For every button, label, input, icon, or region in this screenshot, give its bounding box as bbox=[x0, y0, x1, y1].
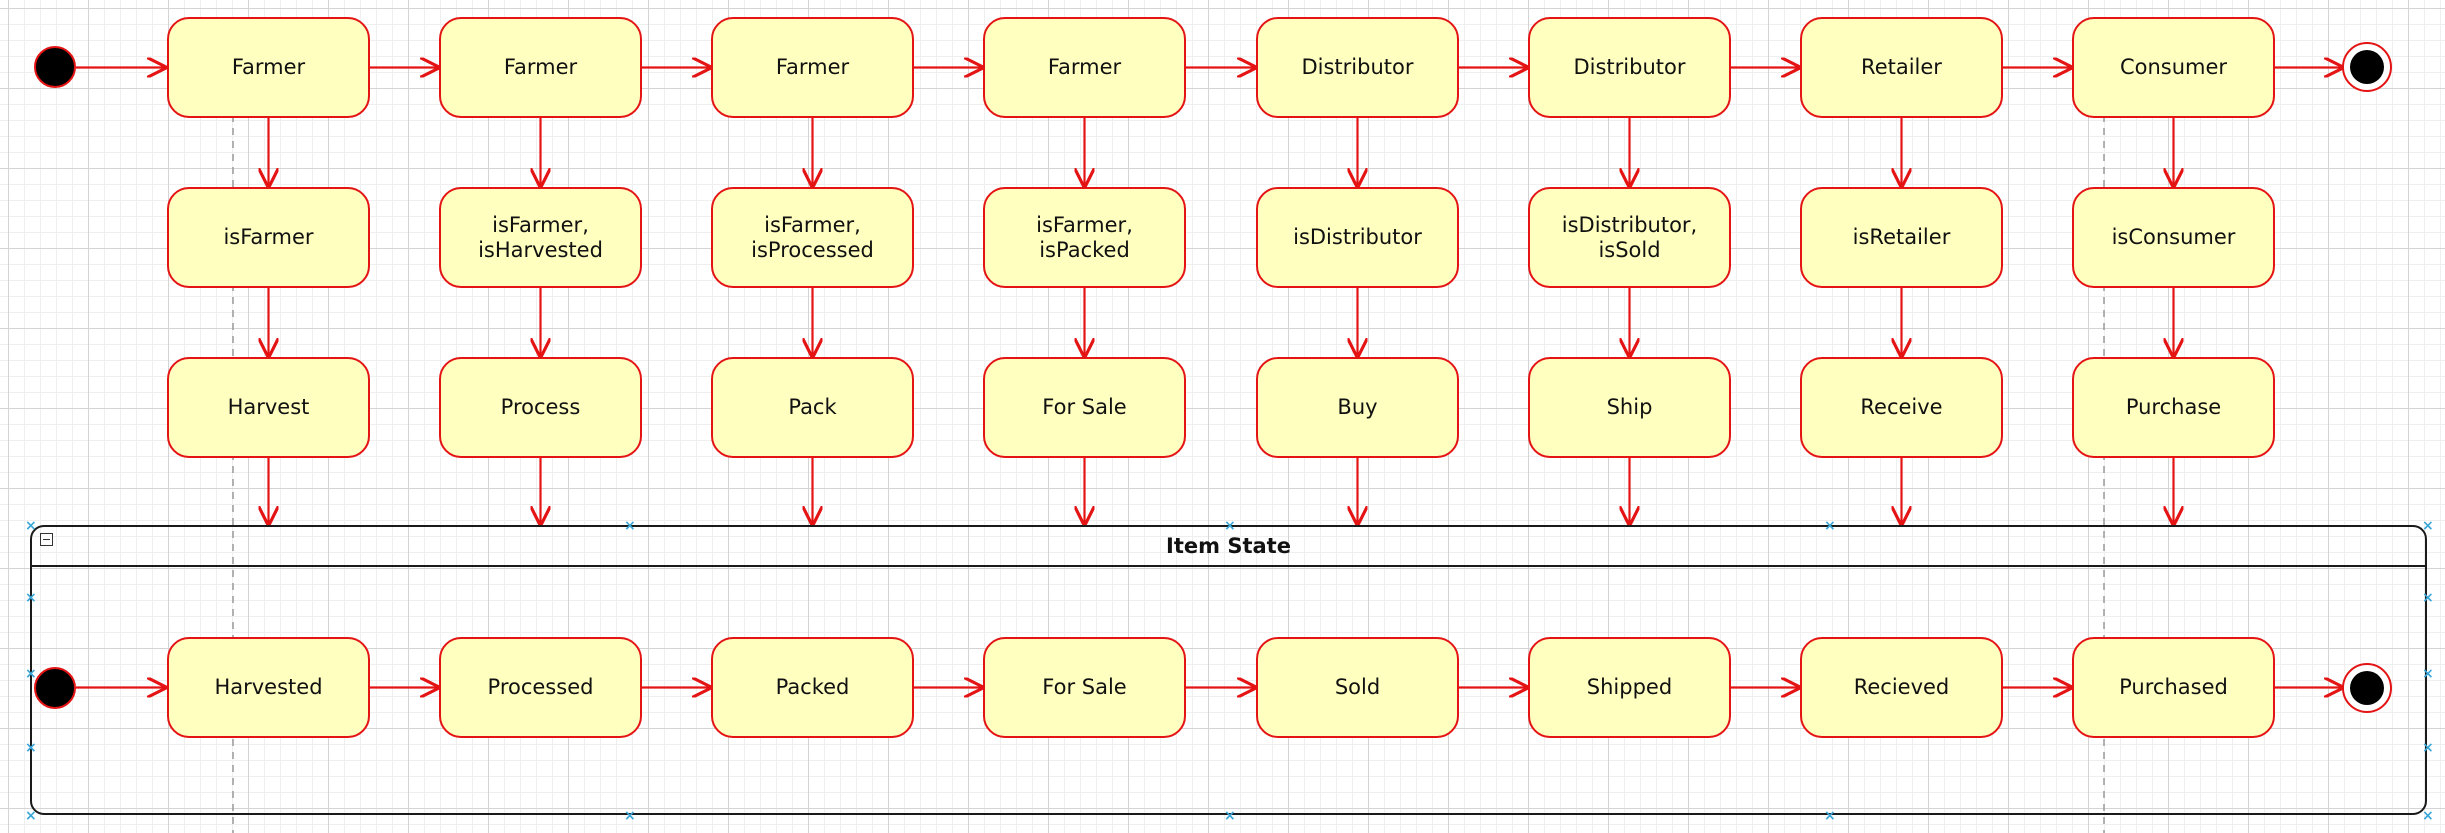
action-state[interactable]: Purchase bbox=[2072, 357, 2275, 458]
item-state-node[interactable]: Processed bbox=[439, 637, 642, 738]
guard-state[interactable]: isRetailer bbox=[1800, 187, 2003, 288]
actor-state[interactable]: Distributor bbox=[1528, 17, 1731, 118]
action-state[interactable]: For Sale bbox=[983, 357, 1186, 458]
final-node-icon bbox=[2342, 42, 2392, 92]
guard-state[interactable]: isFarmer, isHarvested bbox=[439, 187, 642, 288]
initial-node-icon bbox=[34, 46, 76, 88]
item-state-title: Item State bbox=[1166, 534, 1291, 558]
item-state-node[interactable]: Purchased bbox=[2072, 637, 2275, 738]
actor-state[interactable]: Retailer bbox=[1800, 17, 2003, 118]
selection-handle-icon[interactable]: × bbox=[25, 740, 37, 756]
guard-state[interactable]: isFarmer, isPacked bbox=[983, 187, 1186, 288]
item-state-node[interactable]: Harvested bbox=[167, 637, 370, 738]
collapse-icon[interactable] bbox=[40, 533, 53, 546]
selection-handle-icon[interactable]: × bbox=[25, 808, 37, 824]
selection-handle-icon[interactable]: × bbox=[25, 666, 37, 682]
guard-state[interactable]: isFarmer, isProcessed bbox=[711, 187, 914, 288]
selection-handle-icon[interactable]: × bbox=[25, 518, 37, 534]
item-state-node[interactable]: Shipped bbox=[1528, 637, 1731, 738]
action-state[interactable]: Ship bbox=[1528, 357, 1731, 458]
selection-handle-icon[interactable]: × bbox=[1824, 808, 1836, 824]
action-state[interactable]: Buy bbox=[1256, 357, 1459, 458]
guard-state[interactable]: isFarmer bbox=[167, 187, 370, 288]
actor-state[interactable]: Farmer bbox=[439, 17, 642, 118]
actor-state[interactable]: Consumer bbox=[2072, 17, 2275, 118]
action-state[interactable]: Harvest bbox=[167, 357, 370, 458]
guard-state[interactable]: isConsumer bbox=[2072, 187, 2275, 288]
selection-handle-icon[interactable]: × bbox=[2422, 666, 2434, 682]
item-state-node[interactable]: For Sale bbox=[983, 637, 1186, 738]
actor-state[interactable]: Distributor bbox=[1256, 17, 1459, 118]
selection-handle-icon[interactable]: × bbox=[624, 518, 636, 534]
action-state[interactable]: Receive bbox=[1800, 357, 2003, 458]
item-state-node[interactable]: Packed bbox=[711, 637, 914, 738]
item-state-header: Item State bbox=[32, 527, 2425, 567]
actor-state[interactable]: Farmer bbox=[167, 17, 370, 118]
item-state-container[interactable]: Item State bbox=[30, 525, 2427, 815]
guard-state[interactable]: isDistributor bbox=[1256, 187, 1459, 288]
selection-handle-icon[interactable]: × bbox=[2422, 590, 2434, 606]
selection-handle-icon[interactable]: × bbox=[624, 808, 636, 824]
selection-handle-icon[interactable]: × bbox=[1224, 518, 1236, 534]
item-state-node[interactable]: Sold bbox=[1256, 637, 1459, 738]
selection-handle-icon[interactable]: × bbox=[2422, 740, 2434, 756]
selection-handle-icon[interactable]: × bbox=[1224, 808, 1236, 824]
selection-handle-icon[interactable]: × bbox=[2422, 808, 2434, 824]
item-state-node[interactable]: Recieved bbox=[1800, 637, 2003, 738]
selection-handle-icon[interactable]: × bbox=[1824, 518, 1836, 534]
selection-handle-icon[interactable]: × bbox=[25, 590, 37, 606]
selection-handle-icon[interactable]: × bbox=[2422, 518, 2434, 534]
initial-node-icon bbox=[34, 667, 76, 709]
actor-state[interactable]: Farmer bbox=[983, 17, 1186, 118]
actor-state[interactable]: Farmer bbox=[711, 17, 914, 118]
guard-state[interactable]: isDistributor, isSold bbox=[1528, 187, 1731, 288]
action-state[interactable]: Process bbox=[439, 357, 642, 458]
action-state[interactable]: Pack bbox=[711, 357, 914, 458]
